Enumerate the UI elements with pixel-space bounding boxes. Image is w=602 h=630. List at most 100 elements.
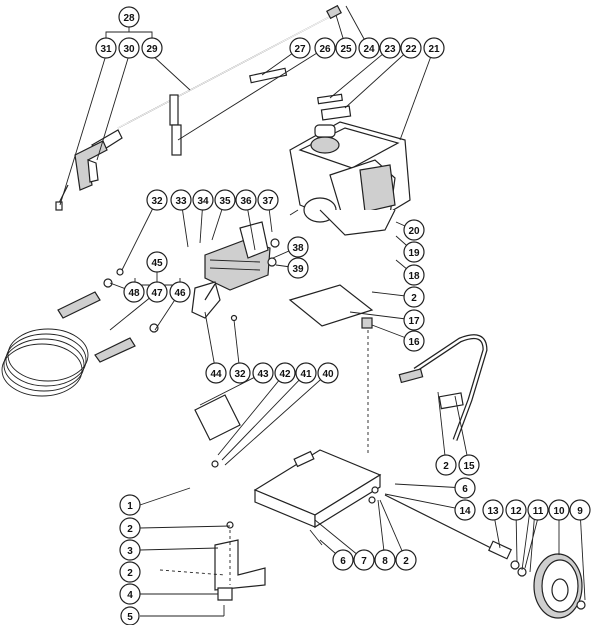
callout-44: 44 (205, 362, 227, 384)
foot-bracket (159, 521, 266, 601)
svg-text:46: 46 (174, 288, 186, 299)
svg-text:2: 2 (127, 524, 133, 535)
callout-42: 42 (274, 362, 296, 384)
svg-text:11: 11 (533, 506, 544, 517)
svg-text:14: 14 (459, 506, 471, 517)
svg-text:22: 22 (405, 44, 417, 55)
axle (384, 494, 527, 577)
callout-30: 30 (118, 37, 140, 59)
svg-text:39: 39 (292, 264, 304, 275)
svg-text:1: 1 (127, 501, 133, 512)
svg-text:36: 36 (240, 196, 252, 207)
callout-8: 8 (374, 549, 396, 571)
callout-34: 34 (192, 189, 214, 211)
frame-handle (126, 394, 241, 527)
callout-20: 20 (403, 219, 425, 241)
svg-text:20: 20 (408, 226, 420, 237)
svg-text:2: 2 (411, 293, 417, 304)
svg-text:25: 25 (340, 44, 352, 55)
svg-text:45: 45 (151, 258, 163, 269)
svg-text:13: 13 (487, 506, 499, 517)
callout-47: 47 (146, 281, 168, 303)
callout-2-mount: 2 (403, 286, 425, 308)
callout-5: 5 (120, 606, 140, 626)
callout-2-handle: 2 (435, 454, 457, 476)
engine (289, 93, 411, 236)
callout-27: 27 (289, 37, 311, 59)
svg-text:33: 33 (175, 196, 187, 207)
callout-18: 18 (403, 264, 425, 286)
callout-28: 28 (118, 6, 140, 28)
callout-25: 25 (335, 37, 357, 59)
svg-text:34: 34 (197, 196, 209, 207)
svg-text:32: 32 (234, 369, 246, 380)
svg-text:12: 12 (510, 506, 522, 517)
callout-38: 38 (287, 236, 309, 258)
callout-2-base: 2 (395, 549, 417, 571)
svg-text:8: 8 (382, 556, 388, 567)
callout-33: 33 (170, 189, 192, 211)
svg-text:47: 47 (151, 288, 163, 299)
svg-text:4: 4 (127, 590, 133, 601)
svg-text:37: 37 (262, 196, 274, 207)
callout-6-base: 6 (332, 549, 354, 571)
callout-23: 23 (379, 37, 401, 59)
svg-text:27: 27 (294, 44, 306, 55)
callout-26: 26 (314, 37, 336, 59)
callout-24: 24 (358, 37, 380, 59)
svg-text:18: 18 (408, 271, 420, 282)
callout-46: 46 (169, 281, 191, 303)
svg-text:6: 6 (340, 556, 346, 567)
callout-1: 1 (119, 494, 141, 516)
svg-text:19: 19 (408, 248, 420, 259)
callout-6-axle: 6 (454, 477, 476, 499)
svg-text:21: 21 (428, 44, 440, 55)
svg-text:48: 48 (128, 288, 140, 299)
svg-text:6: 6 (462, 484, 468, 495)
mount-plate (288, 284, 374, 455)
rear-handle (398, 334, 488, 441)
callout-22: 22 (400, 37, 422, 59)
callout-39: 39 (287, 257, 309, 279)
svg-text:40: 40 (322, 369, 334, 380)
callout-2-foot: 2 (119, 561, 141, 583)
svg-text:26: 26 (319, 44, 331, 55)
callout-37: 37 (257, 189, 279, 211)
callout-14: 14 (454, 499, 476, 521)
callout-11: 11 (527, 499, 549, 521)
svg-text:3: 3 (127, 546, 133, 557)
svg-text:44: 44 (210, 369, 222, 380)
callout-2-frame: 2 (119, 517, 141, 539)
callout-35: 35 (214, 189, 236, 211)
callout-32-upper: 32 (146, 189, 168, 211)
callout-36: 36 (235, 189, 257, 211)
callout-41: 41 (295, 362, 317, 384)
pump (204, 221, 280, 291)
svg-text:2: 2 (403, 556, 409, 567)
callout-32-lower: 32 (229, 362, 251, 384)
svg-text:2: 2 (443, 461, 449, 472)
svg-text:23: 23 (384, 44, 396, 55)
callout-9: 9 (569, 499, 591, 521)
svg-text:5: 5 (127, 612, 133, 623)
svg-text:24: 24 (363, 44, 375, 55)
svg-text:41: 41 (300, 369, 312, 380)
svg-text:38: 38 (292, 243, 304, 254)
callout-3: 3 (119, 539, 141, 561)
svg-text:29: 29 (146, 44, 158, 55)
svg-text:15: 15 (463, 461, 475, 472)
svg-text:2: 2 (127, 568, 133, 579)
callout-31: 31 (95, 37, 117, 59)
svg-text:28: 28 (123, 13, 135, 24)
svg-text:16: 16 (408, 337, 420, 348)
wheel (533, 553, 586, 619)
callout-13: 13 (482, 499, 504, 521)
svg-text:9: 9 (577, 506, 583, 517)
svg-text:30: 30 (123, 44, 135, 55)
callout-17: 17 (403, 309, 425, 331)
callout-40: 40 (317, 362, 339, 384)
callout-12: 12 (505, 499, 527, 521)
callout-16: 16 (403, 330, 425, 352)
